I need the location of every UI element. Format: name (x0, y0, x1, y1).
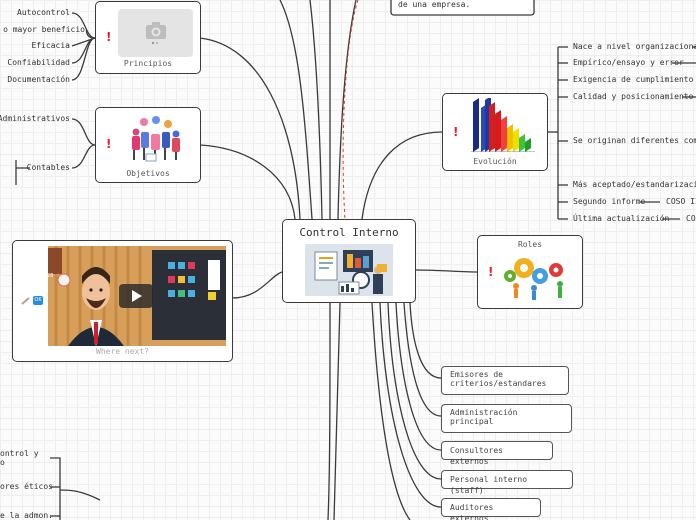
principios-title: Principios (123, 59, 173, 68)
image-placeholder (118, 9, 193, 57)
central-topic-title: Control Interno (299, 226, 399, 239)
objetivos-item[interactable]: Contables (26, 163, 70, 172)
top-fragment-text: de una empresa. (398, 0, 471, 9)
role-item[interactable]: Emisores de criterios/estandares (441, 366, 569, 395)
bottom-left-item[interactable]: ontrol y (0, 449, 39, 458)
control-illustration (305, 244, 393, 296)
evolucion-item[interactable]: Exigencia de cumplimiento sin (573, 75, 696, 84)
evolucion-title: Evolución (473, 157, 517, 166)
people-illustration (132, 116, 180, 162)
role-item[interactable]: Personal interno (staff) (441, 470, 573, 495)
evolucion-node[interactable]: Evolución (442, 93, 548, 171)
principios-item[interactable]: Confiabilidad (7, 58, 70, 67)
video-number: 28 (47, 273, 54, 279)
video-thumbnail[interactable] (48, 246, 226, 346)
principios-item[interactable]: o mayor beneficio (3, 25, 85, 34)
pencil-icon (21, 297, 30, 305)
evolucion-item[interactable]: Última actualización (573, 214, 670, 223)
evolucion-sub-item[interactable]: CO (686, 214, 696, 223)
video-caption: Where next? (96, 347, 149, 356)
teamwork-gears-illustration (504, 258, 563, 300)
principios-item[interactable]: Eficacia (31, 41, 70, 50)
video-node[interactable]: OK 28 Where next? (12, 240, 233, 362)
roles-node[interactable]: Roles (477, 235, 583, 309)
principios-item[interactable]: Documentación (7, 75, 70, 84)
role-item[interactable]: Auditores externos (441, 498, 541, 520)
roles-title: Roles (517, 240, 543, 249)
bottom-left-item[interactable]: ores éticos (0, 482, 53, 491)
evolucion-sub-item[interactable]: COSO II (666, 197, 696, 206)
principios-node[interactable]: Principios (95, 1, 201, 74)
role-item[interactable]: Administración principal (441, 404, 572, 433)
evolucion-item[interactable]: Se originan diferentes comit (573, 136, 696, 145)
central-topic-node[interactable]: Control Interno (282, 219, 416, 303)
play-button[interactable] (119, 284, 153, 308)
objetivos-title: Objetivos (126, 169, 170, 178)
objetivos-node[interactable]: Objetivos (95, 107, 201, 183)
evolucion-item[interactable]: Empírico/ensayo y error (573, 58, 684, 67)
bar-chart-illustration (471, 98, 535, 152)
principios-item[interactable]: Autocontrol (17, 8, 70, 17)
objetivos-item[interactable]: → Administrativos (0, 114, 70, 123)
priority-marker-icon: ! (106, 30, 112, 44)
priority-marker-icon: ! (106, 137, 112, 151)
evolucion-item[interactable]: Segundo informe (573, 197, 646, 206)
camera-icon (146, 22, 166, 45)
play-icon (132, 290, 142, 302)
bottom-left-item[interactable]: e la admon. (0, 511, 53, 520)
bottom-left-item[interactable]: o (0, 458, 5, 467)
role-item[interactable]: Consultores externos (441, 441, 553, 466)
priority-marker-icon: ! (453, 125, 459, 139)
evolucion-item[interactable]: Nace a nivel organizacional (573, 42, 696, 51)
evolucion-item[interactable]: Calidad y posicionamiento (573, 92, 694, 101)
evolucion-item[interactable]: Más aceptado/estandarización d (573, 180, 696, 189)
ok-badge: OK (33, 296, 43, 305)
priority-marker-icon: ! (488, 265, 494, 279)
